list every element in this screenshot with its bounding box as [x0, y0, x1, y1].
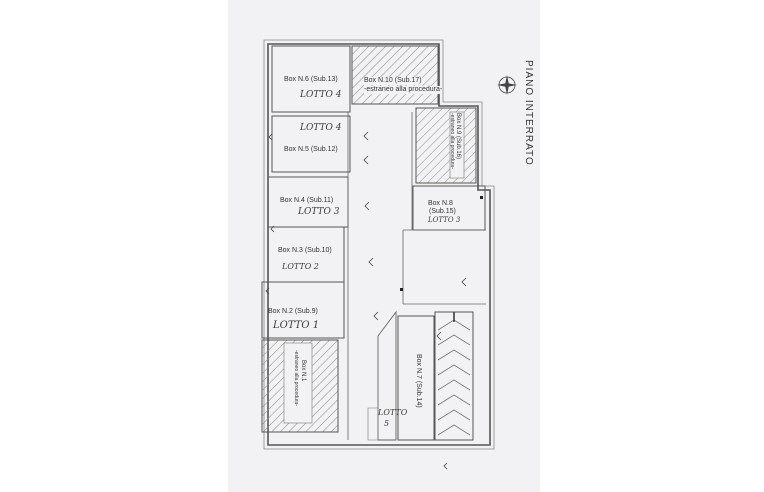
box-6-lotto: LOTTO 4	[300, 90, 342, 100]
box-7-label: Box N.7 (Sub.14)	[415, 354, 422, 408]
box-8-lotto: LOTTO 3	[428, 216, 461, 224]
compass-rose-icon	[497, 75, 517, 95]
box-4-lotto: LOTTO 3	[298, 207, 340, 217]
outer-wall	[267, 43, 491, 446]
box-10-note: -estraneo alla procedura-	[364, 86, 443, 95]
ramp-area	[434, 311, 474, 441]
box-4-label: Box N.4 (Sub.11)	[280, 197, 334, 204]
box-2-area	[261, 281, 345, 339]
box-5-label: Box N.5 (Sub.12)	[284, 146, 338, 153]
box-10-label: Box N.10 (Sub.17)	[364, 77, 422, 86]
box-5-lotto: LOTTO 4	[300, 123, 342, 133]
box-9-area	[415, 107, 477, 184]
background-left	[0, 0, 228, 492]
box-10-area	[351, 45, 439, 105]
box-3-label: Box N.3 (Sub.10)	[278, 247, 332, 254]
box-1-note: -estraneo alla procedura-	[293, 350, 299, 406]
box-7-area	[397, 315, 435, 441]
box-6-label: Box N.6 (Sub.13)	[284, 76, 338, 83]
box-9-note: -estraneo alla procedura-	[449, 113, 455, 169]
floor-plan-sheet: PIANO INTERRATO Box N.6 (Sub.13) LOTTO 4…	[228, 0, 540, 492]
box-8-label: Box N.8	[428, 200, 453, 207]
box-2-lotto: LOTTO 1	[273, 320, 320, 331]
background-right	[540, 0, 764, 492]
box-6-area	[271, 45, 351, 113]
box-1-label: Box N.1	[300, 360, 306, 382]
floor-plan-drawing	[261, 39, 517, 470]
page-title: PIANO INTERRATO	[523, 60, 534, 166]
box-5-area	[271, 115, 351, 173]
box-2-label: Box N.2 (Sub.9)	[268, 308, 318, 315]
box-9-label: Box N.9 (Sub.16)	[455, 113, 461, 160]
box-7-lotto-line2: 5	[384, 419, 390, 428]
box-8-sub: (Sub.15)	[429, 208, 456, 215]
box-3-lotto: LOTTO 2	[282, 262, 319, 271]
box-7-lotto-line1: LOTTO	[378, 408, 408, 417]
